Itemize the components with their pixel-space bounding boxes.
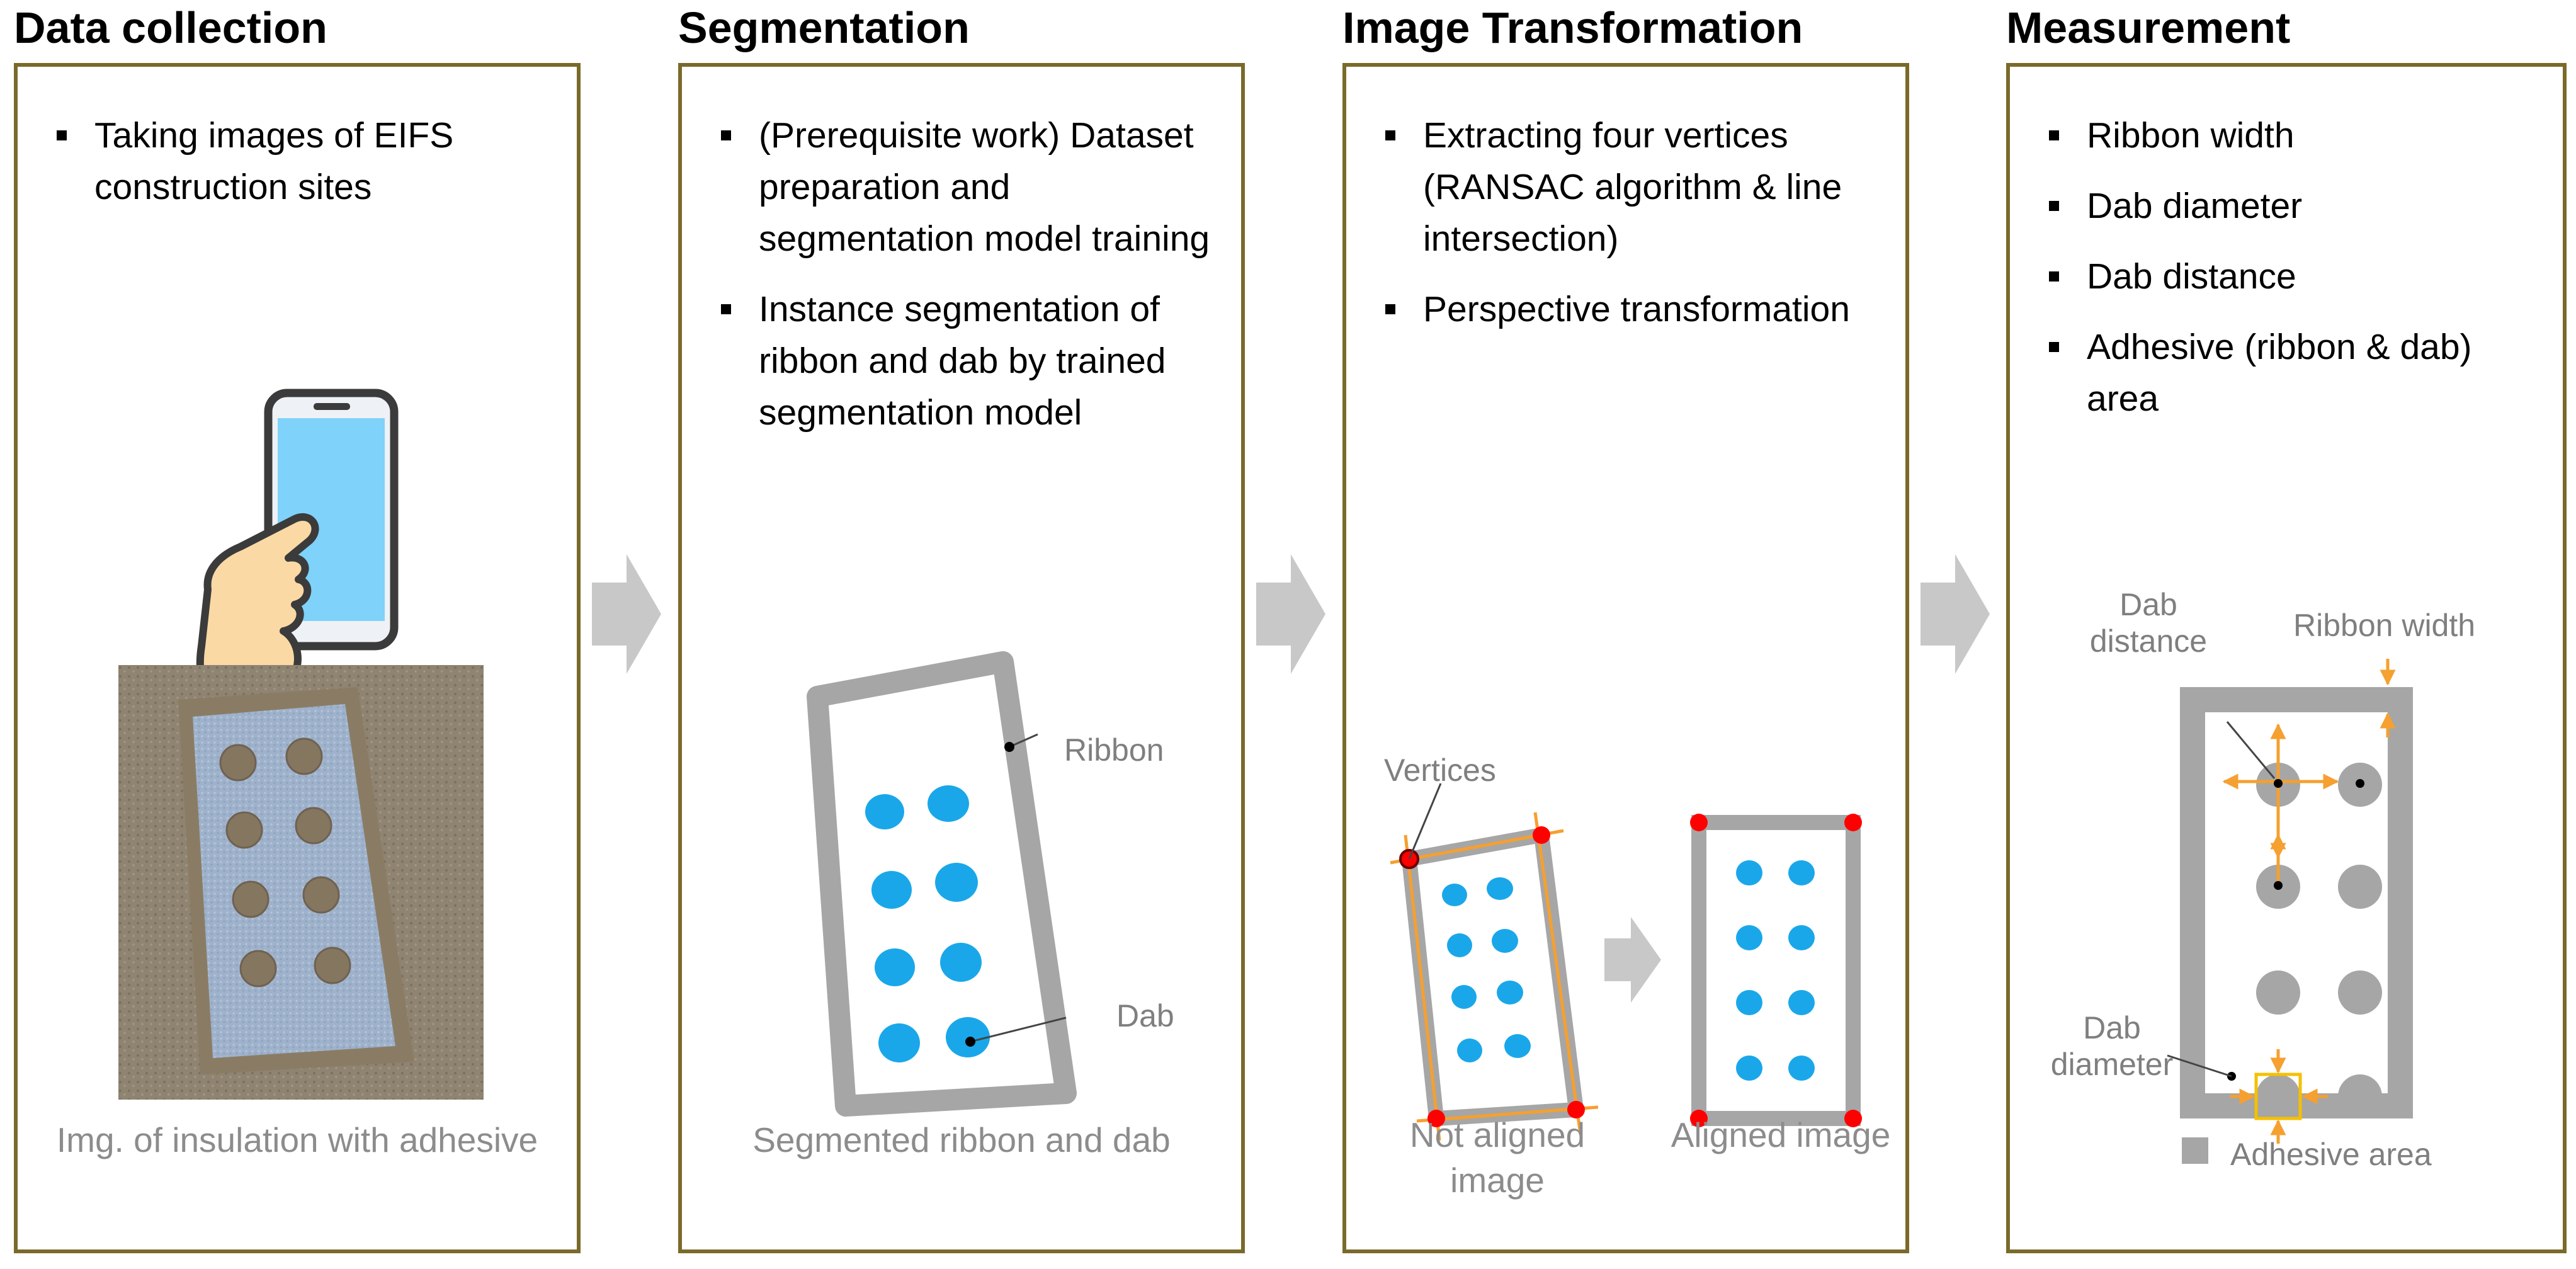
bullet-item: Dab diameter [2030,180,2553,232]
bullet-item: Instance segmentation of ribbon and dab … [702,283,1231,438]
dab-distance-arrows [2222,723,2339,887]
bullet-item: Dab distance [2030,251,2553,302]
dab-label: Dab [1116,998,1174,1033]
flow-arrow-icon [1256,554,1325,674]
dab-diameter-arrows [2230,1049,2328,1144]
panel-1-caption: Img. of insulation with adhesive [56,1120,538,1159]
flow-arrow-icon [1921,554,1990,674]
dab-group [2256,763,2382,1118]
ribbon-shape [807,651,1077,1117]
aligned-ribbon [1691,815,1861,1126]
bullet-item: Perspective transformation [1366,283,1895,335]
flow-arrow-icon [1604,917,1661,1003]
not-aligned-caption: Not aligned image [1409,1115,1586,1200]
ribbon-label: Ribbon [1064,732,1164,768]
panel-1-bullets: Taking images of EIFS construction sites [38,110,567,232]
panel-4-bullets: Ribbon width Dab diameter Dab distance A… [2030,110,2553,443]
bullet-item: Adhesive (ribbon & dab) area [2030,321,2553,424]
panel-data-collection: Taking images of EIFS construction sites [14,63,581,1253]
aligned-caption: Aligned image [1671,1115,1891,1154]
panel-segmentation: (Prerequisite work) Dataset preparation … [678,63,1245,1253]
legend-swatch [2182,1137,2208,1164]
ribbon-width-label: Ribbon width [2293,608,2476,643]
panel-1-title: Data collection [14,3,327,52]
panel-4-title: Measurement [2006,3,2291,52]
dab-group [865,785,990,1062]
dab-distance-label: Dab distance [2089,587,2208,659]
aligned-vertex-points [1690,814,1862,1127]
dab-diameter-box [2254,1073,2302,1120]
aligned-dabs [1736,860,1815,1081]
panel-3-title: Image Transformation [1342,3,1803,52]
transformation-diagram [1390,783,1862,1141]
flow-arrow-icon [592,554,661,674]
measurement-diagram [2167,659,2413,1164]
panel-2-caption: Segmented ribbon and dab [752,1120,1171,1159]
unaligned-dabs [1442,877,1531,1062]
bullet-item: Extracting four vertices (RANSAC algorit… [1366,110,1895,265]
dab-diameter-label: Dab diameter [2050,1010,2174,1082]
bullet-item: (Prerequisite work) Dataset preparation … [702,110,1231,265]
unaligned-ribbon [1402,828,1584,1126]
panel-2-bullets: (Prerequisite work) Dataset preparation … [702,110,1231,457]
legend-label: Adhesive area [2230,1137,2432,1172]
segmented-ribbon-diagram [807,651,1077,1117]
vertices-label: Vertices [1384,753,1496,788]
panel-2-title: Segmentation [678,3,970,52]
bullet-item: Taking images of EIFS construction sites [38,110,567,213]
panel-measurement: Ribbon width Dab diameter Dab distance A… [2006,63,2567,1253]
panel-3-bullets: Extracting four vertices (RANSAC algorit… [1366,110,1895,354]
panel-image-transformation: Extracting four vertices (RANSAC algorit… [1342,63,1909,1253]
bullet-item: Ribbon width [2030,110,2553,161]
insulation-photo [118,665,484,1100]
